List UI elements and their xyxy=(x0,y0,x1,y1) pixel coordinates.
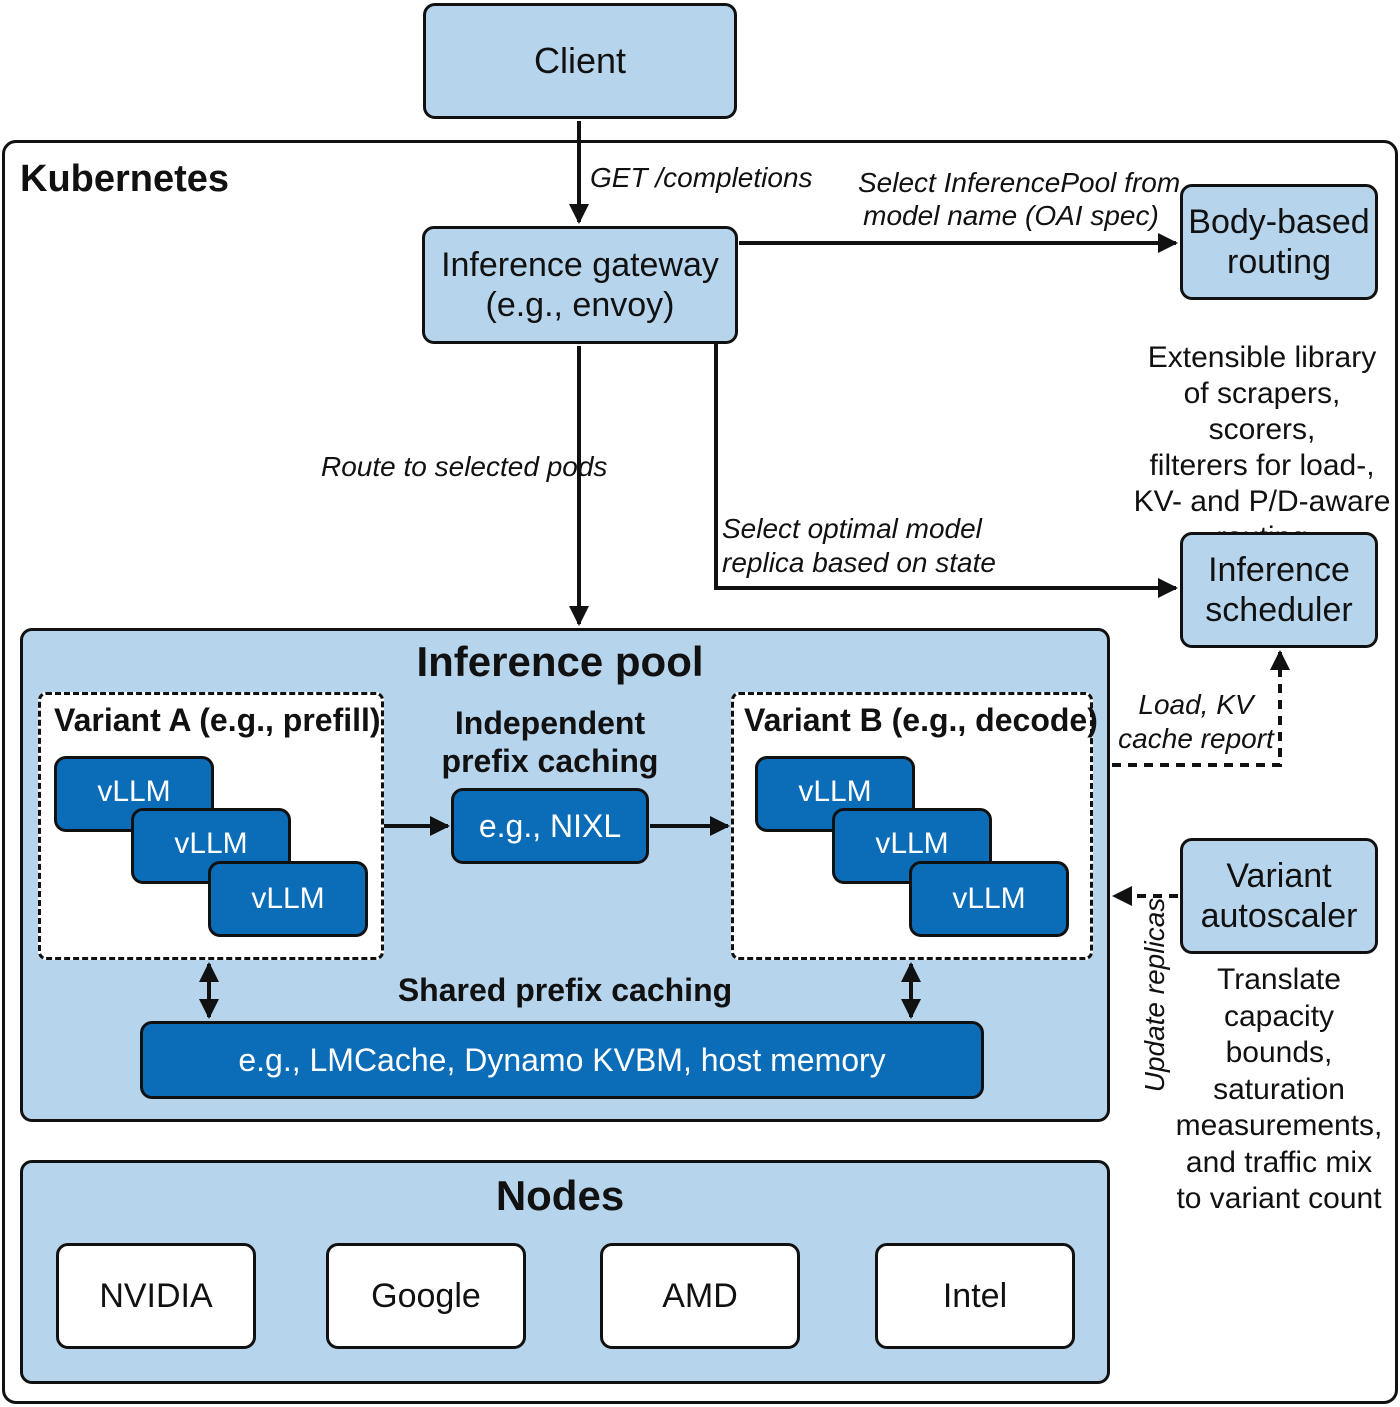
vllm-b3[interactable]: vLLM xyxy=(909,861,1069,937)
label-select-pool: Select InferencePool from model name (OA… xyxy=(858,166,1181,232)
shared-caching-label: Shared prefix caching xyxy=(397,972,733,1008)
node-google[interactable]: Google xyxy=(326,1243,526,1349)
autoscaler-note: Translate capacity bounds, saturation me… xyxy=(1166,962,1392,1218)
autoscaler-note-line: saturation xyxy=(1213,1072,1345,1106)
label-load-kv-line1: Load, KV xyxy=(1138,689,1254,720)
label-load-kv-line2: cache report xyxy=(1118,723,1274,754)
label-route-pods: Route to selected pods xyxy=(321,451,608,482)
autoscaler-note-line: Translate xyxy=(1217,963,1341,996)
vllm-label: vLLM xyxy=(798,775,872,808)
scheduler-note-line: filterers for load-, xyxy=(1149,449,1375,482)
vllm-label: vLLM xyxy=(251,882,325,915)
independent-line1: Independent xyxy=(454,705,646,741)
scheduler-line2: scheduler xyxy=(1205,591,1353,629)
scheduler-note-line: Extensible library xyxy=(1147,341,1377,374)
node-label: NVIDIA xyxy=(99,1276,213,1315)
autoscaler-note-line: capacity xyxy=(1223,999,1335,1033)
independent-line2: prefix caching xyxy=(441,743,659,779)
vllm-label: vLLM xyxy=(174,827,248,860)
node-label: Intel xyxy=(942,1276,1008,1315)
node-label: Google xyxy=(371,1276,481,1315)
inference-pool-title: Inference pool xyxy=(416,638,704,685)
inference-scheduler-box[interactable]: Inference scheduler xyxy=(1180,532,1378,648)
label-select-pool-line1: Select InferencePool from xyxy=(858,167,1181,198)
label-select-pool-line2: model name (OAI spec) xyxy=(863,200,1159,231)
body-routing-line2: routing xyxy=(1227,243,1331,281)
body-based-routing-box[interactable]: Body-based routing xyxy=(1180,184,1378,300)
label-select-replica-line1: Select optimal model xyxy=(722,513,982,544)
label-load-kv: Load, KV cache report xyxy=(1118,688,1274,756)
vllm-label: vLLM xyxy=(952,882,1026,915)
scheduler-line1: Inference xyxy=(1208,551,1350,589)
node-nvidia[interactable]: NVIDIA xyxy=(56,1243,256,1349)
label-get-completions: GET /completions xyxy=(590,162,813,193)
autoscaler-note-line: bounds, xyxy=(1225,1036,1333,1069)
vllm-label: vLLM xyxy=(97,775,171,808)
shared-store-label: e.g., LMCache, Dynamo KVBM, host memory xyxy=(238,1041,886,1078)
label-select-replica-line2: replica based on state xyxy=(722,547,996,578)
vllm-a3[interactable]: vLLM xyxy=(208,861,368,937)
node-label: AMD xyxy=(662,1276,738,1315)
autoscaler-note-line: to variant count xyxy=(1176,1182,1382,1215)
node-intel[interactable]: Intel xyxy=(875,1243,1075,1349)
kubernetes-label: Kubernetes xyxy=(20,158,230,200)
label-select-replica: Select optimal model replica based on st… xyxy=(722,512,996,580)
body-routing-line1: Body-based xyxy=(1188,203,1370,241)
shared-cache-store[interactable]: e.g., LMCache, Dynamo KVBM, host memory xyxy=(140,1021,984,1099)
scheduler-note-line: KV- and P/D-aware xyxy=(1133,485,1391,518)
variant-a-label: Variant A (e.g., prefill) xyxy=(54,702,381,738)
scheduler-note-line: of scrapers, scorers, xyxy=(1183,377,1341,446)
client-label: Client xyxy=(533,40,627,81)
variant-b-label: Variant B (e.g., decode) xyxy=(744,702,1098,738)
variant-autoscaler-box[interactable]: Variant autoscaler xyxy=(1180,838,1378,954)
independent-caching-label: Independent prefix caching xyxy=(420,704,680,780)
nodes-title: Nodes xyxy=(495,1172,625,1219)
vllm-label: vLLM xyxy=(875,827,949,860)
arrow-gateway-scheduler xyxy=(714,344,1178,598)
nixl-box[interactable]: e.g., NIXL xyxy=(451,788,649,864)
inference-gateway-box[interactable]: Inference gateway (e.g., envoy) xyxy=(422,226,738,344)
scheduler-note: Extensible library of scrapers, scorers,… xyxy=(1128,340,1396,556)
autoscaler-note-line: measurements, xyxy=(1175,1109,1383,1142)
gateway-line1: Inference gateway xyxy=(441,246,719,284)
node-amd[interactable]: AMD xyxy=(600,1243,800,1349)
client-box[interactable]: Client xyxy=(423,3,737,119)
autoscaler-line1: Variant xyxy=(1226,857,1332,895)
autoscaler-line2: autoscaler xyxy=(1200,897,1358,935)
gateway-line2: (e.g., envoy) xyxy=(485,286,675,324)
arrow-load-kv-report xyxy=(1112,650,1290,767)
label-update-replicas: Update replicas xyxy=(1139,897,1170,1093)
nixl-label: e.g., NIXL xyxy=(478,807,622,844)
autoscaler-note-line: and traffic mix xyxy=(1185,1145,1373,1179)
